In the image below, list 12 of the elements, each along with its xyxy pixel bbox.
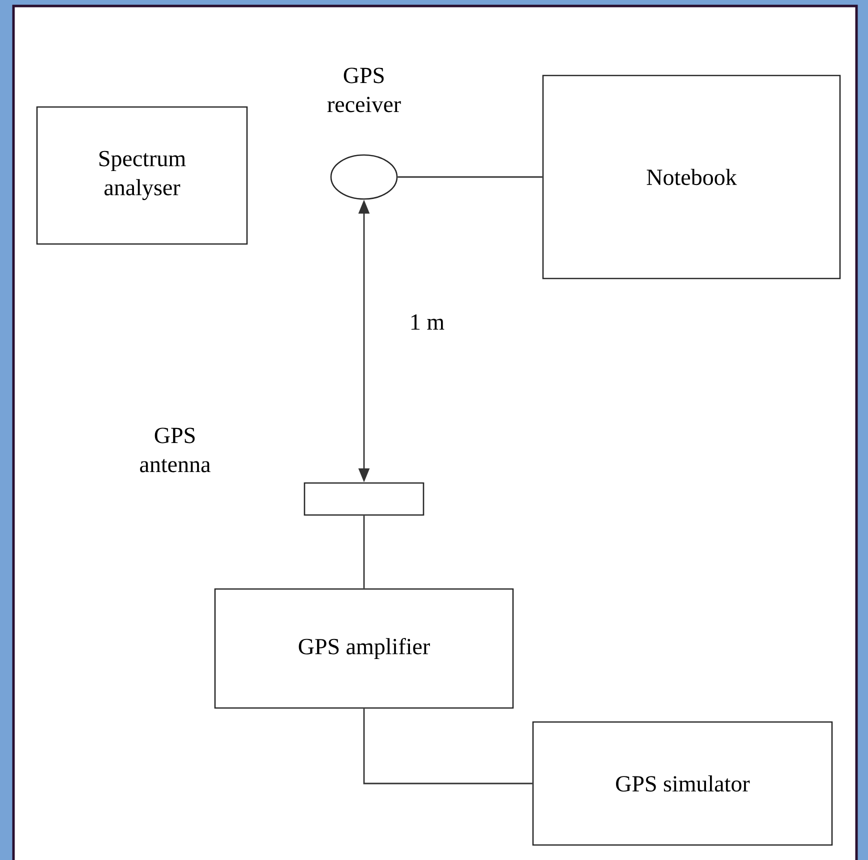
receiver-circle — [330, 154, 398, 200]
edge-label: 1 m — [408, 313, 446, 331]
node-label: GPS antenna — [140, 428, 210, 472]
connector-line — [363, 708, 532, 784]
connector-line — [363, 516, 365, 588]
connector-line — [398, 176, 542, 178]
process-box: GPS amplifier — [214, 588, 514, 709]
process-box: Notebook — [542, 74, 841, 280]
process-box — [304, 482, 424, 516]
process-box: GPS simulator — [532, 721, 833, 846]
process-box: Spectrum analyser — [36, 106, 248, 245]
node-label: GPS receiver — [327, 68, 401, 112]
